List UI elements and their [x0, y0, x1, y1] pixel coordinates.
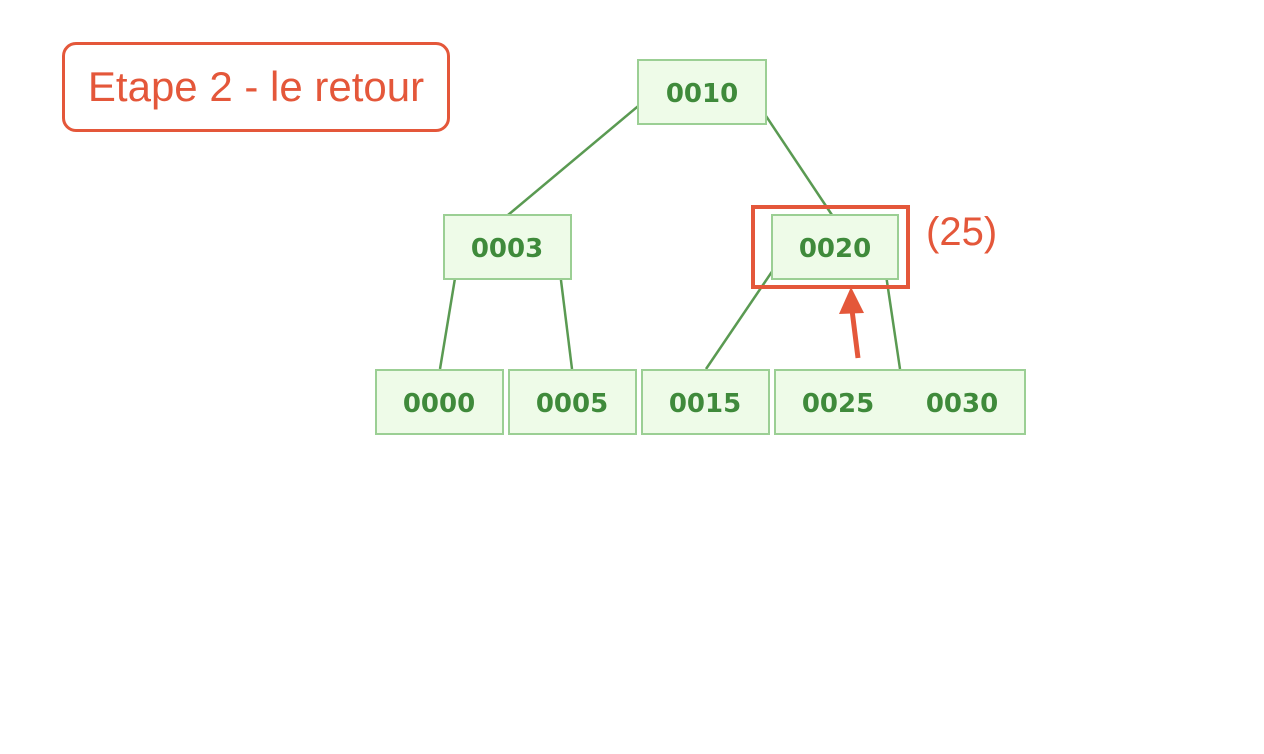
node-0020: 0020: [771, 214, 899, 280]
node-0020-key: 0020: [799, 234, 871, 264]
node-0003: 0003: [443, 214, 572, 280]
leaf-0000: 0000: [375, 369, 504, 435]
leaf-0015-key: 0015: [669, 389, 741, 419]
leaf-0005: 0005: [508, 369, 637, 435]
leaf-0025-0030: 0025 0030: [774, 369, 1026, 435]
node-root-key: 0010: [666, 79, 738, 109]
node-root: 0010: [637, 59, 767, 125]
leaf-0005-key: 0005: [536, 389, 608, 419]
node-0003-key: 0003: [471, 234, 543, 264]
return-arrow: [839, 287, 864, 359]
highlight-annotation: (25): [926, 210, 997, 254]
leaf-0000-key: 0000: [403, 389, 475, 419]
edge-root-left: [507, 91, 656, 216]
leaf-0025-key: 0025: [802, 389, 874, 419]
leaf-0030-key: 0030: [926, 389, 998, 419]
step-label: Etape 2 - le retour: [62, 42, 450, 132]
highlight-box: [751, 205, 910, 289]
leaf-0015: 0015: [641, 369, 770, 435]
